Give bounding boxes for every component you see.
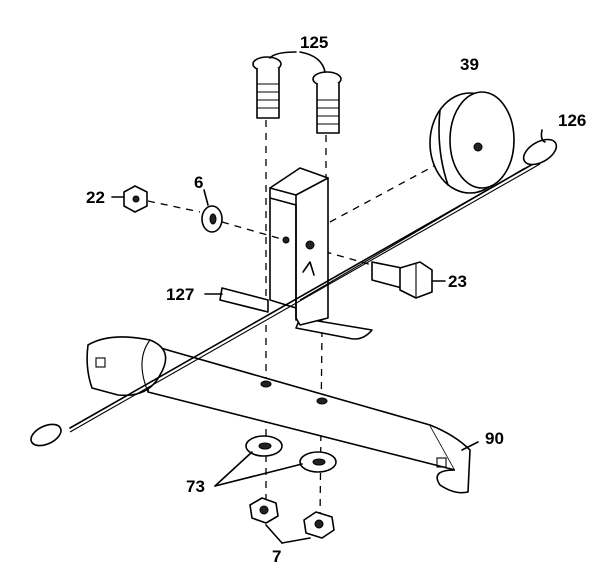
right-bolt — [371, 261, 433, 299]
base-bar — [86, 336, 471, 494]
label-39: 39 — [460, 55, 479, 74]
bottom-nut-left — [249, 497, 279, 524]
left-nut — [123, 185, 148, 213]
label-6: 6 — [194, 173, 203, 192]
cable — [30, 138, 558, 447]
pulley — [429, 91, 515, 194]
left-washer — [201, 205, 223, 233]
label-90: 90 — [485, 429, 504, 448]
leader-lines — [111, 51, 546, 544]
label-126: 126 — [558, 111, 586, 130]
top-bolt-left — [252, 56, 282, 119]
vertical-bracket — [269, 167, 329, 326]
label-125: 125 — [300, 33, 328, 52]
part-labels: 125 39 126 22 6 127 23 90 73 7 — [86, 33, 586, 566]
label-22: 22 — [86, 188, 105, 207]
label-127: 127 — [166, 285, 194, 304]
bottom-washer-right — [299, 451, 337, 473]
label-73: 73 — [186, 477, 205, 496]
bottom-nut-right — [303, 511, 335, 539]
label-7: 7 — [272, 547, 281, 566]
bottom-washer-left — [245, 435, 283, 457]
top-bolt-right — [312, 71, 342, 134]
label-23: 23 — [448, 272, 467, 291]
